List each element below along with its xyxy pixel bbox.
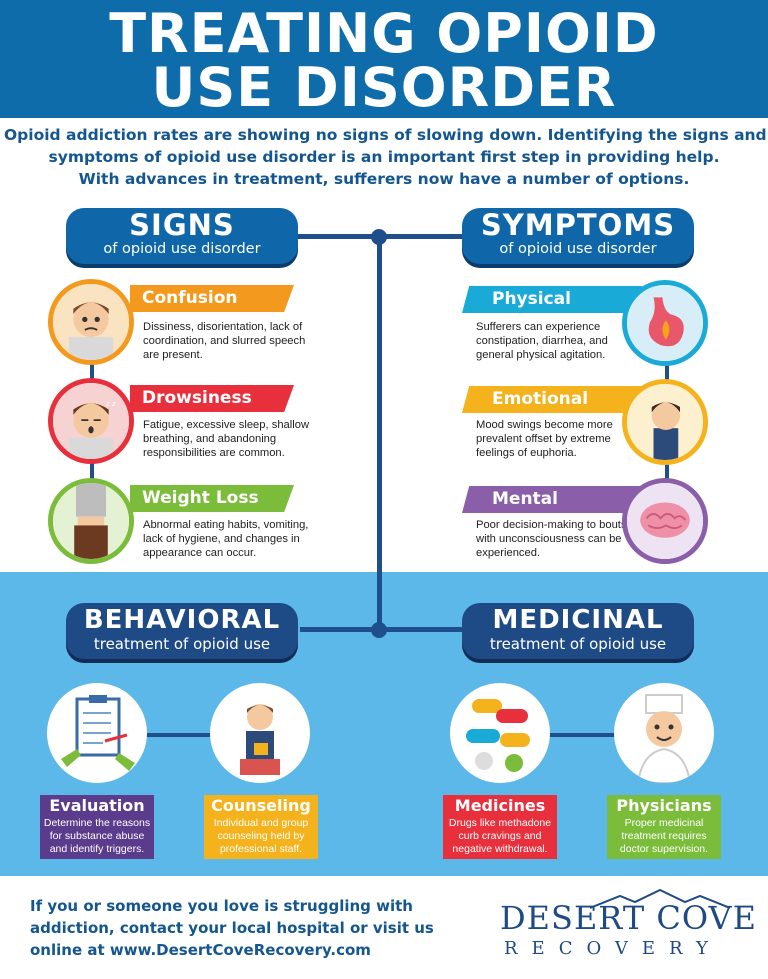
emotional-banner: Emotional: [462, 386, 642, 413]
medicines-desc-1: Drugs like methadone: [448, 817, 552, 829]
mountain-logo-icon: [590, 888, 730, 909]
intro-line: symptoms of opioid use disorder is an im…: [48, 148, 720, 166]
physical-desc: Sufferers can experience constipation, d…: [476, 321, 608, 361]
connector-dot-middle: [371, 622, 387, 638]
anxious-person-icon: [622, 379, 708, 465]
drowsiness-desc: Fatigue, excessive sleep, shallow breath…: [143, 419, 310, 459]
counseling-box: Counseling Individual and group counseli…: [204, 795, 318, 859]
sleepy-face-icon: z z: [48, 378, 134, 464]
medicines-desc-2: curb cravings and: [458, 830, 542, 842]
footer-line: If you or someone you love is struggling…: [30, 897, 413, 915]
symptoms-subtitle: of opioid use disorder: [499, 241, 657, 257]
medicinal-title: MEDICINAL: [492, 605, 664, 635]
mental-banner: Mental: [462, 486, 642, 513]
intro-line: Opioid addiction rates are showing no si…: [4, 126, 767, 144]
physicians-title: Physicians: [616, 796, 712, 815]
connector-medicinal: [530, 733, 620, 737]
weight-loss-banner: Weight Loss: [130, 485, 294, 512]
behavioral-title: BEHAVIORAL: [83, 605, 281, 635]
confused-face-icon: [48, 279, 134, 365]
logo-subtitle: RECOVERY: [504, 938, 722, 959]
brain-icon: [622, 478, 708, 564]
signs-subtitle: of opioid use disorder: [103, 241, 261, 257]
evaluation-desc-2: for substance abuse: [49, 830, 145, 842]
connector-behavioral: [140, 733, 220, 737]
footer-link[interactable]: online at www.DesertCoveRecovery.com: [30, 941, 371, 959]
behavioral-heading: BEHAVIORAL treatment of opioid use: [66, 603, 298, 659]
evaluation-box: Evaluation Determine the reasons for sub…: [40, 795, 154, 859]
evaluation-desc-1: Determine the reasons: [43, 817, 151, 829]
counselor-icon: [210, 683, 310, 783]
symptoms-title: SYMPTOMS: [480, 208, 676, 242]
physical-banner: Physical: [462, 286, 642, 313]
emotional-desc: Mood swings become more prevalent offset…: [476, 419, 613, 459]
medicines-box: Medicines Drugs like methadone curb crav…: [443, 795, 557, 859]
confusion-desc: Dissiness, disorientation, lack of coord…: [143, 321, 306, 361]
body-weight-icon: [48, 478, 134, 564]
page-title-line2: USE DISORDER: [151, 56, 617, 119]
counseling-desc-3: professional staff.: [219, 843, 303, 855]
evaluation-title: Evaluation: [49, 796, 145, 815]
counseling-title: Counseling: [211, 796, 311, 815]
physicians-desc-1: Proper medicinal: [624, 817, 704, 829]
header-banner: [0, 0, 768, 118]
physicians-box: Physicians Proper medicinal treatment re…: [607, 795, 721, 859]
drowsiness-banner: Drowsiness: [130, 385, 294, 412]
physicians-desc-3: doctor supervision.: [619, 843, 709, 855]
intro-text: Opioid addiction rates are showing no si…: [0, 124, 768, 190]
signs-title: SIGNS: [129, 208, 235, 242]
footer-line: addiction, contact your local hospital o…: [30, 919, 434, 937]
evaluation-desc-3: and identify triggers.: [49, 843, 145, 855]
doctor-icon: [614, 683, 714, 783]
medicines-desc-3: negative withdrawal.: [452, 843, 548, 855]
counseling-desc-2: counseling held by: [217, 830, 305, 842]
footer-cta: If you or someone you love is struggling…: [30, 895, 470, 961]
medicinal-subtitle: treatment of opioid use: [489, 635, 667, 653]
confusion-banner: Confusion: [130, 285, 294, 312]
clipboard-icon: [47, 683, 147, 783]
connector-dot-top: [371, 229, 387, 245]
logo-wordmark: DESERT COVE: [500, 899, 757, 937]
counseling-desc-1: Individual and group: [213, 817, 309, 829]
medicines-title: Medicines: [454, 796, 546, 815]
intro-line: With advances in treatment, sufferers no…: [78, 170, 690, 188]
pills-icon: [450, 683, 550, 783]
connector-vertical: [377, 236, 382, 632]
weight-loss-desc: Abnormal eating habits, vomiting, lack o…: [143, 519, 309, 559]
page-title-line1: TREATING OPIOID: [109, 2, 659, 65]
physicians-desc-2: treatment requires: [621, 830, 707, 842]
mental-desc: Poor decision-making to bouts with uncon…: [476, 519, 627, 559]
behavioral-subtitle: treatment of opioid use: [93, 635, 271, 653]
signs-heading: SIGNS of opioid use disorder: [66, 208, 298, 264]
symptoms-heading: SYMPTOMS of opioid use disorder: [462, 208, 694, 264]
stomach-icon: [622, 280, 708, 366]
medicinal-heading: MEDICINAL treatment of opioid use: [462, 603, 694, 659]
svg-text:z z: z z: [106, 399, 116, 408]
